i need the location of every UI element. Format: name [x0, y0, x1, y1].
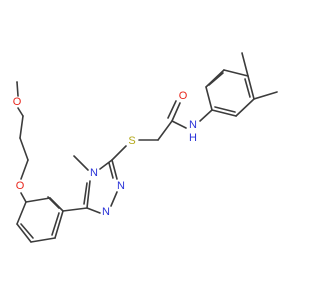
- bond: [111, 159, 118, 180]
- bond: [54, 210, 64, 239]
- bond: [223, 69, 249, 77]
- bond: [157, 120, 173, 141]
- dimethylphenyl-ring: [205, 52, 278, 117]
- bond: [62, 207, 88, 212]
- n-methyl-bond: [73, 155, 89, 171]
- bond: [214, 106, 236, 113]
- bond: [83, 182, 88, 205]
- atom-labels: S O N H N N N O O: [13, 90, 197, 218]
- carbonyl-bond: [167, 100, 177, 119]
- carbonyl-oxygen-label: O: [179, 90, 188, 102]
- dioxepine-ring: [16, 81, 29, 203]
- bond: [20, 159, 29, 180]
- bond: [247, 75, 255, 100]
- bond: [19, 115, 24, 139]
- bond: [110, 191, 118, 207]
- bond: [171, 120, 187, 129]
- bond: [99, 159, 113, 170]
- bond: [108, 162, 114, 179]
- bond: [20, 223, 34, 239]
- bond: [16, 201, 27, 225]
- amide-nitrogen-label: N: [189, 119, 197, 131]
- triazole-n1-label: N: [117, 180, 125, 192]
- methyl-bond-upper: [241, 52, 249, 77]
- bond: [19, 137, 29, 161]
- bond: [30, 237, 56, 243]
- methyl-bond-lower: [253, 91, 278, 100]
- benzodioxepine-benzene: [16, 196, 88, 243]
- bond: [244, 78, 251, 98]
- bond: [111, 145, 127, 161]
- bond: [211, 109, 237, 117]
- bond: [16, 223, 32, 243]
- carbonyl-bond: [171, 102, 181, 122]
- bond: [208, 72, 224, 86]
- molecule-diagram: S O N H N N N O O: [13, 52, 278, 243]
- amide-hydrogen-label: H: [189, 132, 197, 144]
- bond: [86, 180, 91, 209]
- triazole-n4-label: N: [90, 167, 98, 179]
- bond: [51, 212, 60, 236]
- dioxepine-oxygen-lower-label: O: [16, 180, 25, 192]
- bond: [199, 109, 213, 122]
- bond: [16, 81, 19, 97]
- bond: [86, 207, 101, 214]
- amide-linker: [111, 100, 213, 161]
- triazole-n2-label: N: [102, 206, 110, 218]
- sulfur-label: S: [128, 135, 135, 147]
- bond: [205, 86, 213, 111]
- triazole-ring: [73, 155, 118, 214]
- bond: [17, 107, 24, 117]
- bond: [235, 98, 255, 117]
- dioxepine-oxygen-upper-label: O: [13, 96, 22, 108]
- bond: [25, 197, 51, 203]
- bond: [20, 192, 27, 203]
